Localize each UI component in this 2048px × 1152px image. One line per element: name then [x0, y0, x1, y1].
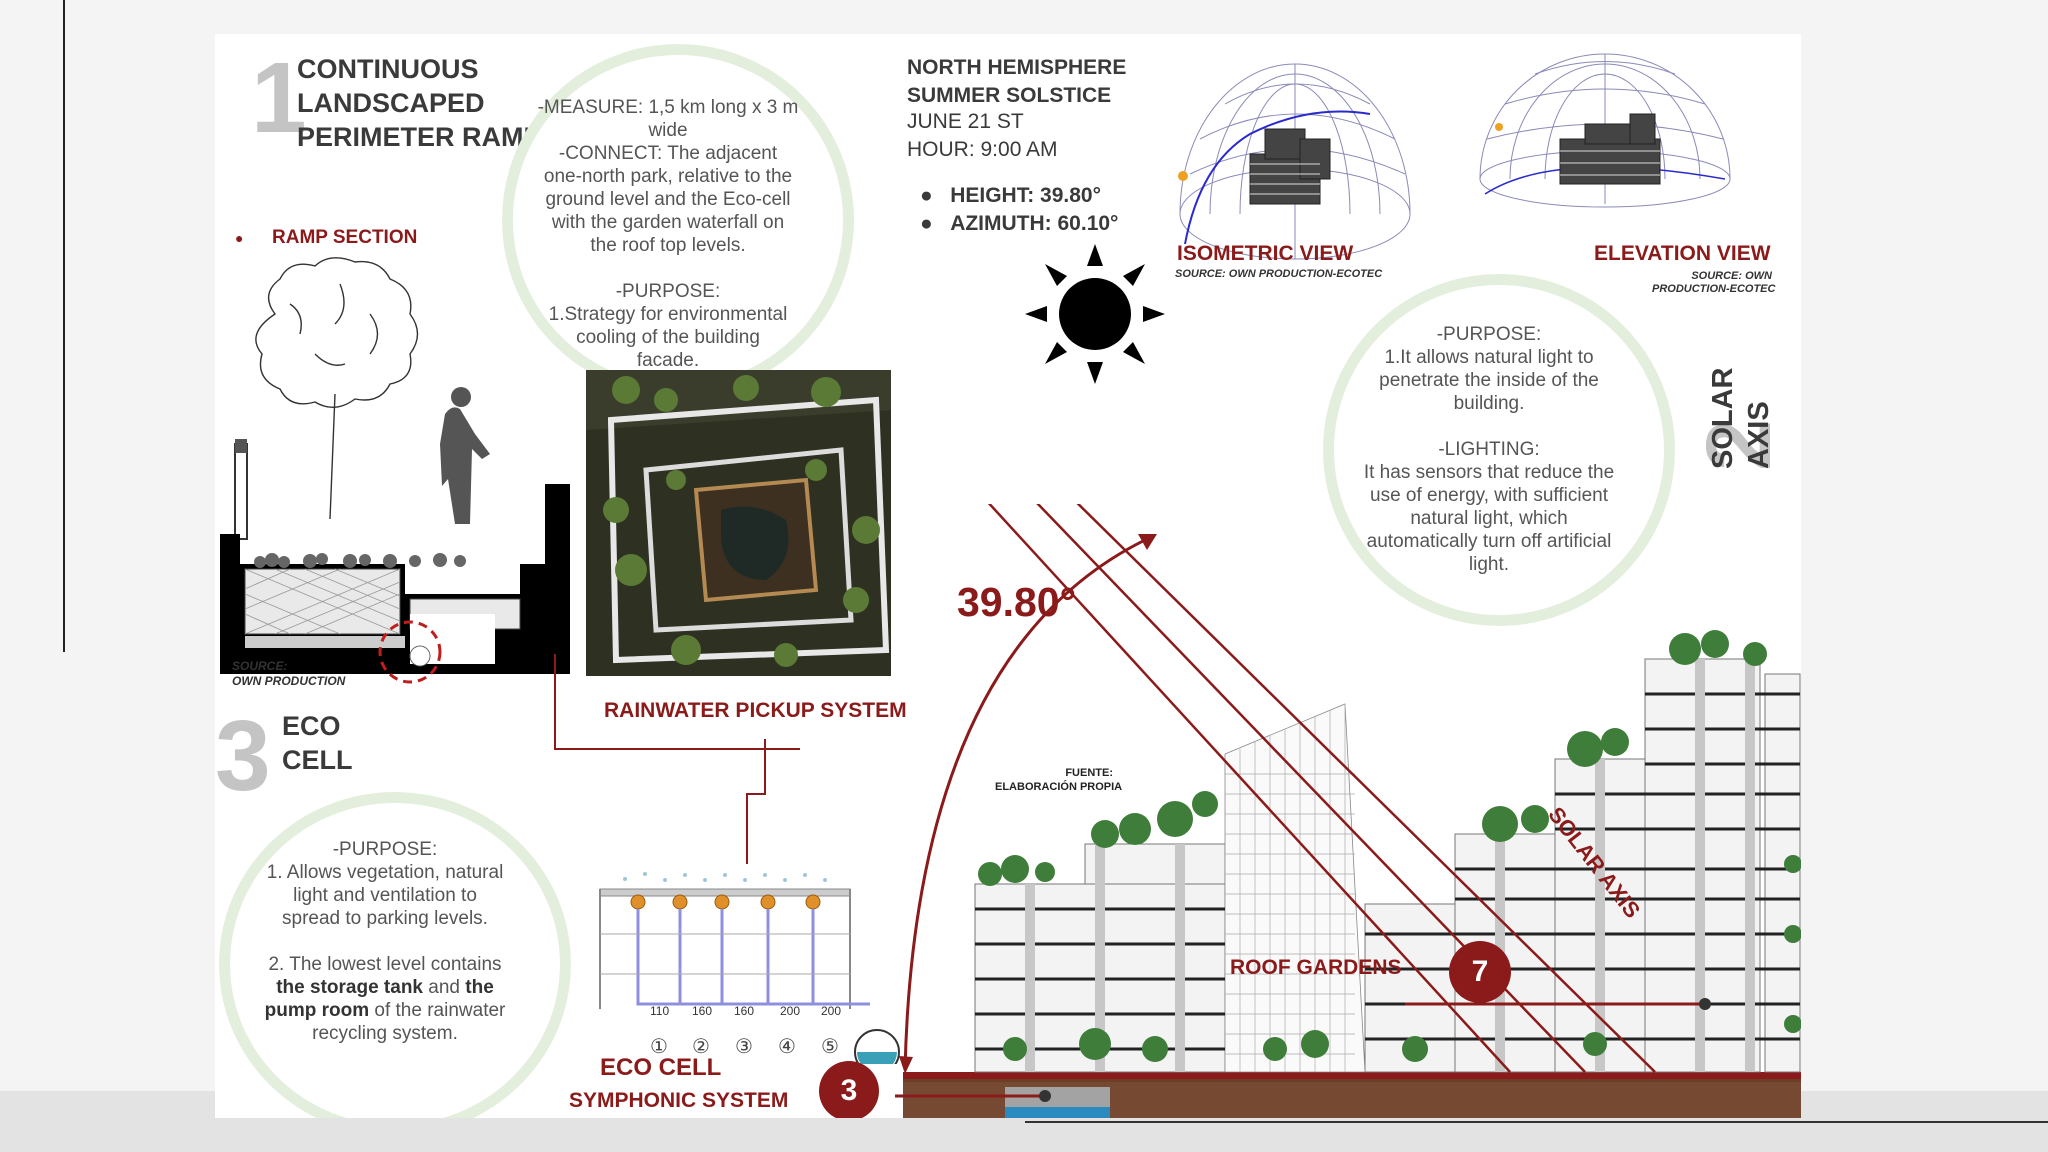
section-2-title: SOLAR AXIS [1707, 367, 1775, 470]
elevation-sunpath [1479, 53, 1731, 208]
bullet-icon: ● [920, 212, 951, 235]
tank-label-2: 160 [692, 1004, 713, 1018]
fuente-label: FUENTE: ELABORACIÓN PROPIA [995, 767, 1123, 793]
rainwater-photo [586, 370, 891, 676]
bullet-icon: ● [920, 184, 951, 207]
solstice-values: ● HEIGHT: 39.80° ● AZIMUTH: 60.10° [920, 184, 1119, 235]
ramp-section-drawing [220, 257, 570, 684]
roof-gardens-label: ROOF GARDENS [1230, 956, 1402, 979]
solar-axis-circle-text: -PURPOSE:1.It allows natural light to pe… [1363, 324, 1615, 575]
elevation-view-label: ELEVATION VIEW [1594, 242, 1771, 265]
rainwater-diagram [599, 739, 900, 1064]
connector-line [554, 654, 800, 750]
marker-3: 3 [819, 1061, 879, 1118]
num-4: ④ [778, 1036, 796, 1058]
eco-cell-circle-text: -PURPOSE:1. Allows vegetation, natural l… [264, 839, 506, 1044]
poster: 1 CONTINUOUS LANDSCAPED PERIMETER RAMP -… [215, 34, 1801, 1118]
rainwater-label: RAINWATER PICKUP SYSTEM [604, 699, 907, 722]
solar-axis-circle: -PURPOSE:1.It allows natural light to pe… [1323, 274, 1675, 626]
isometric-sunpath [1178, 63, 1411, 260]
person-silhouette [440, 407, 490, 524]
ramp-source: SOURCE: OWN PRODUCTION [232, 659, 346, 688]
num-5: ⑤ [821, 1036, 839, 1058]
solstice-date: JUNE 21 ST HOUR: 9:00 AM [907, 110, 1058, 161]
ramp-section-label: RAMP SECTION [272, 227, 418, 248]
isometric-view-label: ISOMETRIC VIEW [1177, 242, 1354, 265]
building-elevation [895, 504, 1801, 1118]
tank-label-3: 160 [734, 1004, 755, 1018]
section-1-title: CONTINUOUS LANDSCAPED PERIMETER RAMP [297, 54, 542, 152]
num-1: ① [650, 1036, 668, 1058]
eco-cell-circle: -PURPOSE:1. Allows vegetation, natural l… [219, 792, 571, 1118]
solstice-title: NORTH HEMISPHERE SUMMER SOLSTICE [907, 56, 1127, 107]
eco-cell-system-title: ECO CELL [600, 1054, 722, 1081]
bullet-icon: ● [235, 230, 244, 246]
detail-circle-marker [378, 620, 442, 684]
sun-icon [1025, 244, 1165, 384]
section-3-title: ECO CELL [282, 711, 353, 775]
tank-label-1: 110 [650, 1004, 670, 1018]
elevation-source: SOURCE: OWN PRODUCTION-ECOTEC [1652, 270, 1776, 295]
marker-7: 7 [1449, 941, 1511, 1003]
num-2: ② [692, 1036, 710, 1058]
isometric-source: SOURCE: OWN PRODUCTION-ECOTEC [1175, 268, 1383, 280]
section-3-number: 3 [215, 700, 271, 812]
bottom-rule [1025, 1121, 2048, 1123]
tank-label-5: 200 [821, 1004, 842, 1018]
section-1-number: 1 [251, 42, 307, 154]
tank-label-4: 200 [780, 1004, 801, 1018]
eco-cell-system-subtitle: SYMPHONIC SYSTEM [569, 1089, 789, 1112]
num-3: ③ [735, 1036, 753, 1058]
left-margin-line [63, 0, 65, 652]
angle-label: 39.80° [957, 579, 1076, 625]
